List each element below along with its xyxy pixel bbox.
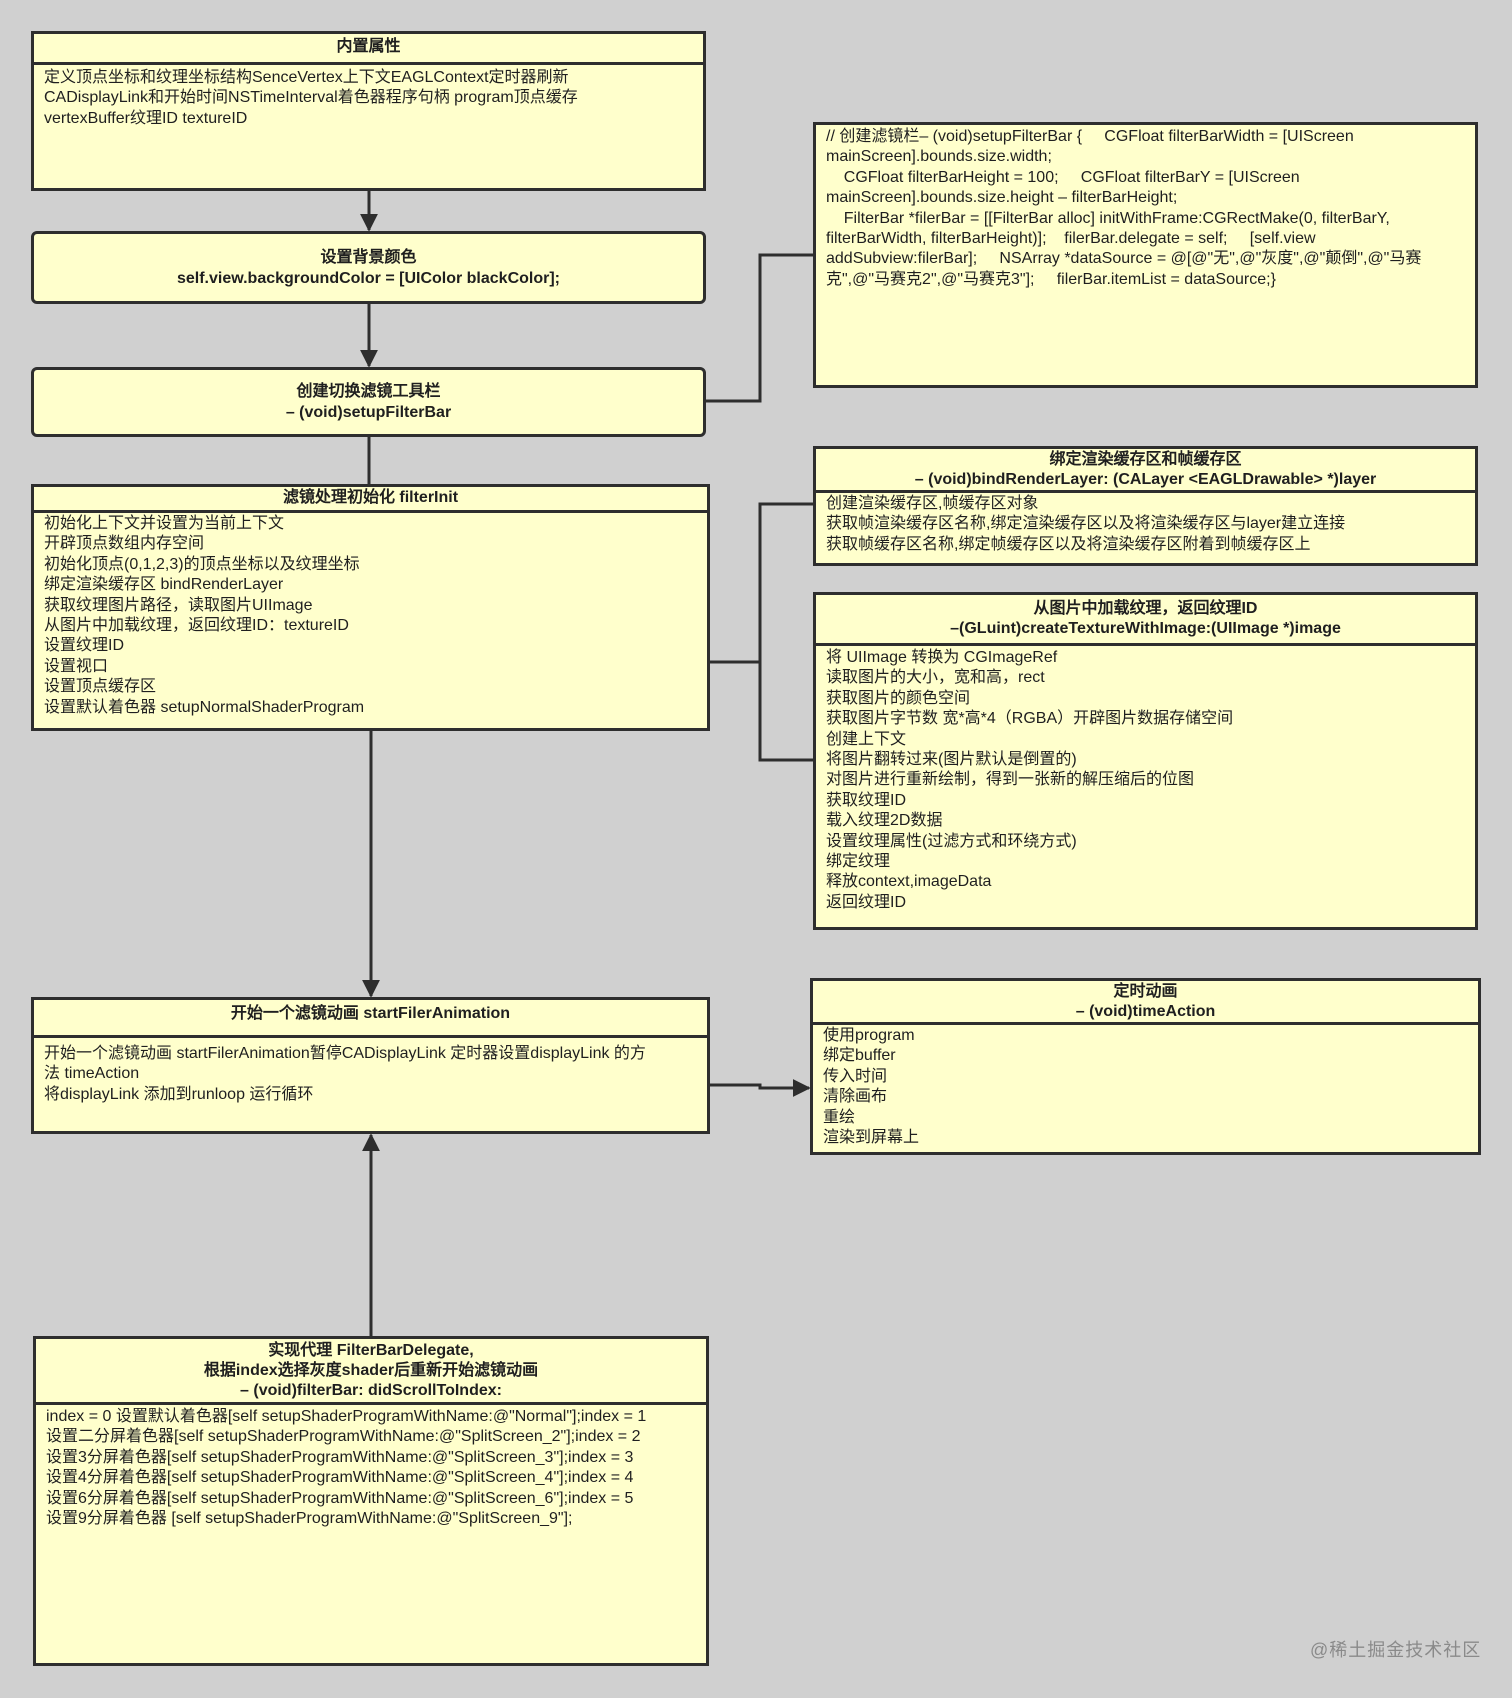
body-line: 创建渲染缓存区,帧缓存区对象 (826, 495, 1039, 512)
body-line: 对图片进行重新绘制，得到一张新的解压缩后的位图 (826, 771, 1195, 789)
body-line: 获取纹理图片路径，读取图片UIImage (44, 596, 313, 614)
builtin-properties-body: 定义顶点坐标和纹理坐标结构SenceVertex上下文EAGLContext定时… (34, 65, 703, 132)
bind-render-layer-title: 绑定渲染缓存区和帧缓存区 (1049, 451, 1242, 468)
set-background-title: 设置背景颜色 (320, 248, 417, 266)
body-line: 将displayLink 添加到runloop 运行循环 (44, 1085, 314, 1103)
time-action-body: 使用program 绑定buffer 传入时间 清除画布 重绘 渲染到屏幕上 (813, 1025, 1478, 1151)
body-line: 将图片翻转过来(图片默认是倒置的) (826, 751, 1077, 769)
line-filterbar-to-code (705, 253, 814, 403)
body-line: 重绘 (823, 1108, 856, 1126)
body-line: 载入纹理2D数据 (826, 812, 943, 830)
body-line: 返回纹理ID (826, 893, 907, 911)
body-line: 绑定纹理 (826, 853, 891, 871)
watermark: @稀土掘金技术社区 (1310, 1640, 1482, 1660)
body-line: 设置顶点缓存区 (44, 678, 157, 696)
line-filterinit-to-texture (758, 662, 814, 762)
create-texture-box: 从图片中加载纹理，返回纹理ID –(GLuint)createTextureWi… (813, 592, 1478, 930)
body-line: 绑定渲染缓存区 bindRenderLayer (44, 576, 284, 594)
body-line: 获取帧渲染缓存区名称,绑定渲染缓存区以及将渲染缓存区与layer建立连接 (826, 515, 1346, 533)
filter-bar-delegate-title: 实现代理 FilterBarDelegate, (268, 1342, 474, 1359)
filter-bar-delegate-header: 实现代理 FilterBarDelegate, 根据index选择灰度shade… (36, 1339, 706, 1405)
body-line: 传入时间 (823, 1067, 888, 1085)
create-texture-body: 将 UIImage 转换为 CGImageRef 读取图片的大小，宽和高，rec… (816, 646, 1475, 916)
body-line: 设置默认着色器 setupNormalShaderProgram (44, 698, 365, 716)
setup-filter-bar-method: – (void)setupFilterBar (285, 404, 452, 421)
body-line: 设置6分屏着色器[self setupShaderProgramWithName… (46, 1489, 634, 1507)
code-line: addSubview:filerBar]; NSArray *dataSourc… (826, 250, 1422, 268)
start-animation-box: 开始一个滤镜动画 startFilerAnimation 开始一个滤镜动画 st… (31, 997, 710, 1134)
code-line: filterBarWidth, filterBarHeight)]; filer… (826, 230, 1316, 248)
bind-render-layer-body: 创建渲染缓存区,帧缓存区对象 获取帧渲染缓存区名称,绑定渲染缓存区以及将渲染缓存… (816, 493, 1475, 558)
filter-bar-code-box: // 创建滤镜栏– (void)setupFilterBar { CGFloat… (813, 122, 1478, 388)
code-line: mainScreen].bounds.size.height – filterB… (826, 189, 1178, 207)
body-line: 设置9分屏着色器 [self setupShaderProgramWithNam… (46, 1510, 573, 1528)
body-line: 设置3分屏着色器[self setupShaderProgramWithName… (46, 1448, 634, 1466)
body-line: 从图片中加载纹理，返回纹理ID：textureID (44, 617, 349, 635)
body-line: 将 UIImage 转换为 CGImageRef (826, 649, 1058, 666)
body-line: 设置4分屏着色器[self setupShaderProgramWithName… (46, 1469, 634, 1487)
filter-init-title: 滤镜处理初始化 filterInit (34, 487, 707, 513)
body-line: 法 timeAction (44, 1065, 140, 1083)
arrow-animation-to-timeaction (709, 1079, 811, 1097)
body-line: 渲染到屏幕上 (823, 1129, 920, 1147)
code-line: // 创建滤镜栏– (void)setupFilterBar { CGFloat… (826, 128, 1354, 145)
line-filterinit-to-bindrender (709, 502, 814, 664)
body-line: 定义顶点坐标和纹理坐标结构SenceVertex上下文EAGLContext定时… (44, 69, 569, 86)
body-line: 设置二分屏着色器[self setupShaderProgramWithName… (46, 1428, 641, 1446)
setup-filter-bar-title: 创建切换滤镜工具栏 (296, 383, 441, 400)
body-line: 设置纹理ID (44, 637, 125, 655)
create-texture-header: 从图片中加载纹理，返回纹理ID –(GLuint)createTextureWi… (816, 595, 1475, 646)
builtin-properties-box: 内置属性 定义顶点坐标和纹理坐标结构SenceVertex上下文EAGLCont… (31, 31, 706, 191)
body-line: 获取图片的颜色空间 (826, 689, 971, 707)
body-line: 获取图片字节数 宽*高*4（RGBA）开辟图片数据存储空间 (826, 710, 1234, 728)
body-line: 初始化顶点(0,1,2,3)的顶点坐标以及纹理坐标 (44, 555, 360, 573)
body-line: 创建上下文 (826, 730, 907, 748)
body-line: 设置视口 (44, 657, 109, 675)
filter-bar-delegate-method: – (void)filterBar: didScrollToIndex: (240, 1382, 502, 1399)
body-line: 使用program (823, 1027, 915, 1044)
setup-filter-bar-box: 创建切换滤镜工具栏 – (void)setupFilterBar (31, 367, 706, 437)
set-background-code: self.view.backgroundColor = [UIColor bla… (176, 269, 560, 287)
body-line: 获取纹理ID (826, 791, 907, 809)
bind-render-layer-header: 绑定渲染缓存区和帧缓存区 – (void)bindRenderLayer: (C… (816, 449, 1475, 493)
body-line: 绑定buffer (823, 1047, 896, 1065)
body-line: 开始一个滤镜动画 startFilerAnimation暂停CADisplayL… (44, 1045, 646, 1062)
time-action-box: 定时动画 – (void)timeAction 使用program 绑定buff… (810, 978, 1481, 1155)
code-line: FilterBar *filerBar = [[FilterBar alloc]… (826, 209, 1390, 227)
body-line: 获取帧缓存区名称,绑定帧缓存区以及将渲染缓存区附着到帧缓存区上 (826, 535, 1311, 553)
body-line: 读取图片的大小，宽和高，rect (826, 669, 1045, 687)
code-line: CGFloat filterBarHeight = 100; CGFloat f… (826, 168, 1300, 186)
filter-init-body: 初始化上下文并设置为当前上下文 开辟顶点数组内存空间 初始化顶点(0,1,2,3… (34, 513, 707, 721)
time-action-header: 定时动画 – (void)timeAction (813, 981, 1478, 1025)
filter-bar-delegate-subtitle: 根据index选择灰度shader后重新开始滤镜动画 (203, 1362, 539, 1379)
bind-render-layer-box: 绑定渲染缓存区和帧缓存区 – (void)bindRenderLayer: (C… (813, 446, 1478, 566)
body-line: 设置纹理属性(过滤方式和环绕方式) (826, 832, 1077, 850)
start-animation-body: 开始一个滤镜动画 startFilerAnimation暂停CADisplayL… (34, 1038, 707, 1108)
body-line: 开辟顶点数组内存空间 (44, 535, 205, 553)
create-texture-title: 从图片中加载纹理，返回纹理ID (1033, 600, 1258, 617)
set-background-box: 设置背景颜色 self.view.backgroundColor = [UICo… (31, 231, 706, 304)
filter-bar-delegate-box: 实现代理 FilterBarDelegate, 根据index选择灰度shade… (33, 1336, 709, 1666)
code-line: 克",@"马赛克2",@"马赛克3"]; filerBar.itemList =… (826, 270, 1276, 288)
body-line: index = 0 设置默认着色器[self setupShaderProgra… (46, 1408, 647, 1425)
time-action-method: – (void)timeAction (1075, 1003, 1216, 1020)
code-line: mainScreen].bounds.size.width; (826, 148, 1052, 166)
filter-bar-code-body: // 创建滤镜栏– (void)setupFilterBar { CGFloat… (816, 125, 1475, 293)
body-line: 清除画布 (823, 1088, 888, 1106)
create-texture-method: –(GLuint)createTextureWithImage:(UIImage… (950, 620, 1341, 637)
filter-bar-delegate-body: index = 0 设置默认着色器[self setupShaderProgra… (36, 1405, 706, 1532)
builtin-properties-title: 内置属性 (34, 34, 703, 65)
start-animation-title: 开始一个滤镜动画 startFilerAnimation (34, 1000, 707, 1038)
body-line: vertexBuffer纹理ID textureID (44, 109, 248, 127)
body-line: 释放context,imageData (826, 873, 992, 891)
time-action-title: 定时动画 (1113, 983, 1178, 1000)
body-line: CADisplayLink和开始时间NSTimeInterval着色器程序句柄 … (44, 89, 578, 107)
body-line: 初始化上下文并设置为当前上下文 (44, 515, 285, 532)
bind-render-layer-method: – (void)bindRenderLayer: (CALayer <EAGLD… (914, 471, 1377, 488)
filter-init-box: 滤镜处理初始化 filterInit 初始化上下文并设置为当前上下文 开辟顶点数… (31, 484, 710, 731)
